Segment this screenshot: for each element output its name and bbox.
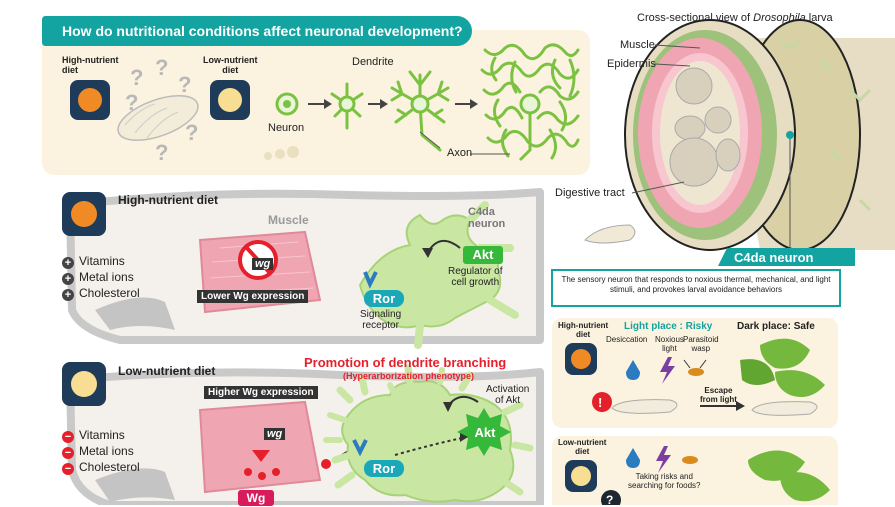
ror-badge-high: Ror (364, 290, 404, 307)
ror-receptor-high (363, 271, 378, 289)
neuron-stage-4 (480, 42, 580, 162)
stage-arrows (308, 99, 478, 109)
parasitoid-wasp-label: Parasitoid wasp (683, 335, 719, 353)
svg-text:?: ? (130, 65, 143, 90)
dark-place-label: Dark place: Safe (737, 321, 815, 332)
low-list-vitamins: −Vitamins (62, 428, 125, 443)
high-diet-label: High-nutrient diet (62, 55, 119, 75)
cross-section-leaders (631, 44, 791, 248)
behavior-low-jar-icon (565, 460, 597, 492)
high-diet-jar-icon (62, 192, 106, 236)
wg-protein-badge: Wg (238, 490, 274, 506)
cross-section-title: Cross-sectional view of Drosophila larva (637, 12, 833, 24)
light-place-label: Light place : Risky (624, 321, 713, 332)
svg-text:?: ? (185, 120, 198, 145)
higher-wg-label: Higher Wg expression (204, 386, 318, 399)
low-list-metal: −Metal ions (62, 444, 134, 459)
question-mark: ? (606, 493, 614, 507)
hyperarborization-label: (Hyperarborization phenotype) (343, 371, 475, 381)
behavior-low-diet-label: Low-nutrient diet (558, 438, 607, 456)
behavior-high-jar-icon (565, 343, 597, 375)
ror-badge-low: Ror (364, 460, 404, 477)
high-list-cholesterol: +Cholesterol (62, 286, 140, 301)
high-list-metal: +Metal ions (62, 270, 134, 285)
axon-leader-line (419, 131, 510, 155)
high-diet-icon (70, 80, 110, 120)
c4da-neuron-high-label: C4da neuron (468, 206, 506, 230)
akt-badge-high: Akt (463, 246, 503, 264)
neuron-stage-1 (275, 92, 299, 116)
svg-text:?: ? (155, 55, 168, 80)
question-badge (601, 490, 621, 505)
neuron-stage-3 (390, 70, 450, 152)
neuron-label: Neuron (268, 122, 305, 134)
signaling-receptor-label: Signaling receptor (360, 309, 402, 331)
muscle-label: Muscle (620, 39, 655, 51)
low-diet-label: Low-nutrient diet (203, 55, 258, 75)
alert-mark: ! (598, 395, 603, 410)
high-panel-title: High-nutrient diet (118, 193, 218, 207)
regulator-label: Regulator of cell growth (448, 266, 503, 288)
low-diet-jar-icon (62, 362, 106, 406)
lower-wg-label: Lower Wg expression (197, 290, 309, 303)
hazard-icons (626, 357, 707, 473)
alert-badge (592, 392, 612, 412)
wg-protein-dots (244, 450, 331, 480)
dots-trail (264, 146, 299, 160)
desiccation-label: Desiccation (606, 335, 648, 344)
activation-akt-label: Activation of Akt (486, 384, 530, 406)
low-panel-title: Low-nutrient diet (118, 364, 216, 378)
ror-activation-path (352, 395, 479, 457)
high-list-vitamins: +Vitamins (62, 254, 125, 269)
escape-label: Escape from light (700, 386, 737, 404)
digestive-tract-label: Digestive tract (555, 187, 625, 199)
c4da-title: C4da neuron (734, 250, 814, 265)
leaf-high (740, 338, 825, 398)
larva-illustration (117, 95, 199, 141)
cross-section-illustration (624, 19, 895, 251)
c4da-description: The sensory neuron that responds to noxi… (561, 275, 831, 294)
low-list-cholesterol: −Cholesterol (62, 460, 140, 475)
leaf-low (748, 450, 830, 502)
c4da-title-banner (718, 248, 855, 266)
low-diet-icon (210, 80, 250, 120)
muscle-cell-low (198, 400, 322, 494)
risk-label: Taking risks and searching for foods? (628, 472, 701, 490)
svg-text:?: ? (155, 140, 168, 165)
question-banner: How do nutritional conditions affect neu… (42, 16, 472, 46)
escape-larvae (611, 399, 818, 416)
neuron-stage-2 (330, 82, 364, 130)
wg-gene-high: wg (252, 258, 274, 270)
question-marks: ??? ??? (125, 55, 198, 165)
c4da-marker (786, 131, 794, 139)
noxious-light-label: Noxious light (655, 335, 684, 353)
promotion-title: Promotion of dendrite branching (304, 355, 507, 370)
behavior-high-diet-label: High-nutrient diet (558, 321, 609, 339)
c4da-description-box (551, 269, 841, 307)
svg-text:?: ? (178, 72, 191, 97)
dendrite-label: Dendrite (352, 56, 394, 68)
wg-gene-low: wg (264, 428, 286, 440)
axon-label: Axon (447, 147, 473, 159)
akt-arrow-high (422, 240, 461, 258)
muscle-title-high: Muscle (268, 213, 309, 227)
epidermis-label: Epidermis (607, 58, 656, 70)
small-larva (584, 224, 636, 244)
akt-star-low (457, 408, 511, 456)
akt-badge-low: Akt (474, 425, 496, 440)
development-panel (42, 30, 590, 175)
